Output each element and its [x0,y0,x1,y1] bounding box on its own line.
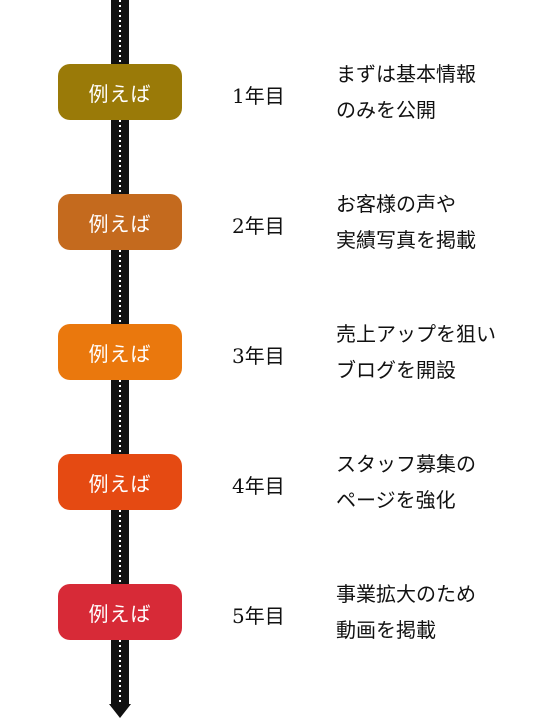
example-badge: 例えば [58,64,182,120]
timeline-step-5: 例えば 5年目 事業拡大のため 動画を掲載 [0,520,560,642]
description-line-2: ページを強化 [336,488,456,512]
step-description: スタッフ募集の ページを強化 [336,446,476,518]
year-label: 5年目 [232,604,285,628]
description-line-1: 事業拡大のため [336,582,476,606]
step-description: まずは基本情報 のみを公開 [336,56,476,128]
description-line-2: のみを公開 [336,98,436,122]
description-line-2: 動画を掲載 [336,618,436,642]
example-badge: 例えば [58,584,182,640]
year-label: 1年目 [232,84,285,108]
description-line-1: スタッフ募集の [336,452,476,476]
step-description: 売上アップを狙い ブログを開設 [336,316,496,388]
step-description: お客様の声や 実績写真を掲載 [336,186,476,258]
timeline-arrow-icon [109,704,131,718]
year-label: 4年目 [232,474,285,498]
description-line-1: まずは基本情報 [336,62,476,86]
example-badge: 例えば [58,194,182,250]
year-label: 2年目 [232,214,285,238]
step-description: 事業拡大のため 動画を掲載 [336,576,476,648]
description-line-2: ブログを開設 [336,358,456,382]
timeline-step-2: 例えば 2年目 お客様の声や 実績写真を掲載 [0,130,560,252]
example-badge: 例えば [58,324,182,380]
description-line-2: 実績写真を掲載 [336,228,476,252]
year-label: 3年目 [232,344,285,368]
example-badge: 例えば [58,454,182,510]
timeline-step-3: 例えば 3年目 売上アップを狙い ブログを開設 [0,260,560,382]
description-line-1: 売上アップを狙い [336,322,496,346]
description-line-1: お客様の声や [336,192,456,216]
timeline-step-4: 例えば 4年目 スタッフ募集の ページを強化 [0,390,560,512]
timeline-step-1: 例えば 1年目 まずは基本情報 のみを公開 [0,0,560,122]
